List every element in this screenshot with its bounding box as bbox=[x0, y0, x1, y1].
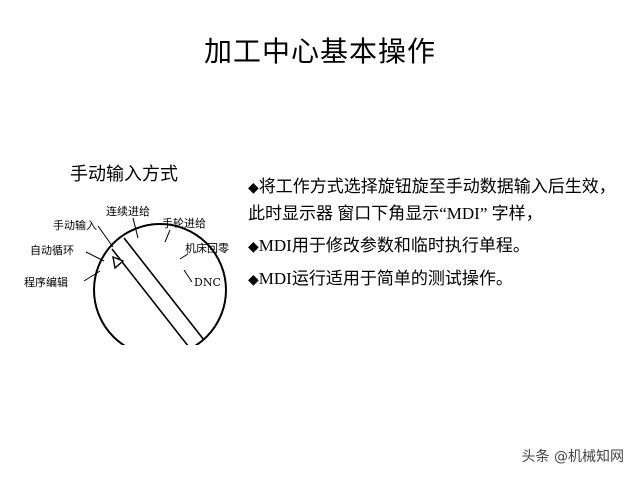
dial-label-dnc: DNC bbox=[194, 276, 221, 289]
diamond-bullet-icon: ◆ bbox=[248, 180, 259, 196]
dial-label-auto-cycle: 自动循环 bbox=[30, 244, 74, 257]
dial-label-program-edit: 程序编辑 bbox=[24, 276, 68, 289]
dial-drawing bbox=[83, 217, 227, 357]
leader-auto-cycle bbox=[85, 251, 105, 262]
slide-title: 加工中心基本操作 bbox=[203, 35, 436, 68]
bullet-item-mdi-activation: ◆将工作方式选择旋钮旋至手动数据输入后生效，此时显示器 窗口下角显示“MDI” … bbox=[248, 174, 623, 227]
watermark: 头条 @机械知网 bbox=[521, 449, 624, 465]
dial-label-handwheel-feed: 手轮进给 bbox=[162, 217, 206, 230]
dial-label-manual-input: 手动输入 bbox=[53, 219, 97, 232]
mode-selector-dial: 程序编辑 自动循环 手动输入 连续进给 手轮进给 机床回零 DNC bbox=[20, 195, 250, 357]
leader-manual-input bbox=[97, 225, 114, 248]
dial-label-machine-home: 机床回零 bbox=[185, 242, 229, 255]
dial-pointer-icon bbox=[112, 255, 125, 270]
knob-grip-line bbox=[111, 248, 193, 352]
leader-dnc bbox=[183, 269, 193, 283]
leader-continuous-feed bbox=[132, 217, 139, 239]
bullet-text: MDI用于修改参数和临时执行单程。 bbox=[258, 236, 530, 255]
dial-label-continuous-feed: 连续进给 bbox=[106, 205, 150, 218]
leader-machine-home bbox=[179, 253, 189, 260]
diamond-bullet-icon: ◆ bbox=[248, 272, 259, 288]
bullet-text: 将工作方式选择旋钮旋至手动数据输入后生效，此时显示器 窗口下角显示“MDI” 字… bbox=[248, 177, 616, 223]
bullet-list: ◆将工作方式选择旋钮旋至手动数据输入后生效，此时显示器 窗口下角显示“MDI” … bbox=[248, 174, 623, 299]
bullet-text: MDI运行适用于简单的测试操作。 bbox=[258, 269, 513, 288]
diamond-bullet-icon: ◆ bbox=[248, 239, 259, 255]
bullet-item-mdi-usage: ◆MDI用于修改参数和临时执行单程。 bbox=[248, 233, 623, 260]
leader-program-edit bbox=[83, 270, 101, 282]
leader-handwheel-feed bbox=[164, 229, 171, 243]
bullet-item-mdi-testing: ◆MDI运行适用于简单的测试操作。 bbox=[248, 266, 623, 293]
knob-grip-line bbox=[123, 237, 205, 341]
dial-heading: 手动输入方式 bbox=[70, 164, 178, 185]
